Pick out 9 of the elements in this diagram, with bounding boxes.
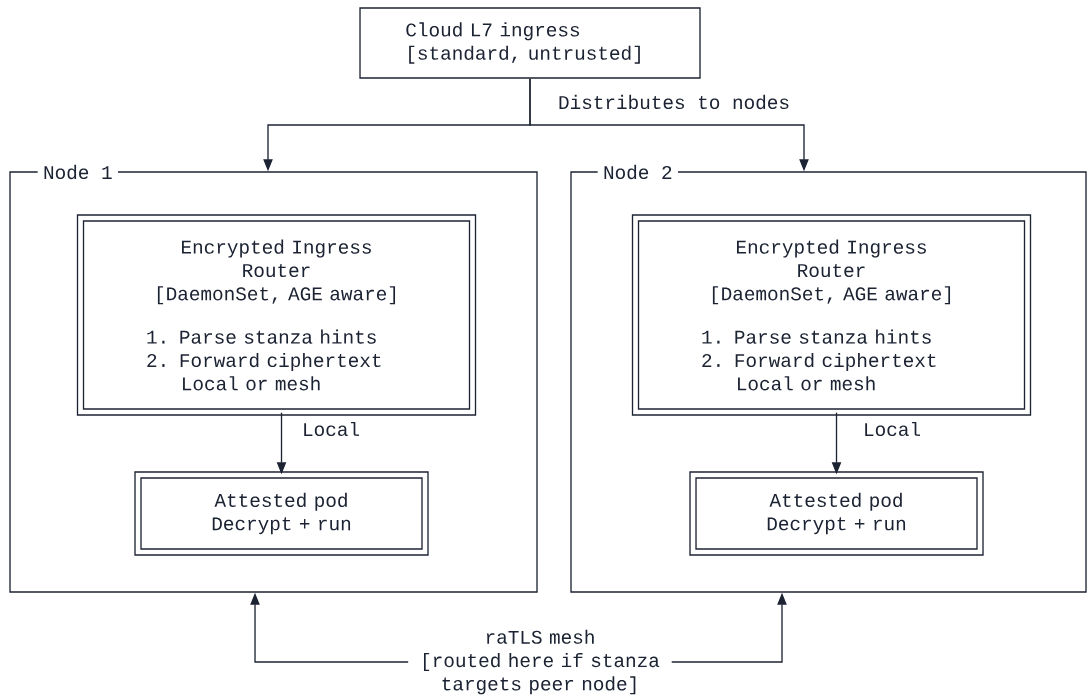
edge-label: Local	[300, 420, 362, 438]
pod-box: Attested pod Decrypt + run	[134, 471, 429, 556]
router-box: Encrypted Ingress Router [DaemonSet, AGE aware] 1. Parse stanza hints 2. Forward ciphertext Local or mesh	[76, 214, 477, 416]
pod-box: Attested pod Decrypt + run	[689, 471, 984, 556]
edge-label: Local	[861, 420, 923, 438]
edge-label: raTLS mesh [routed here if stanza targets peer node]	[408, 628, 672, 695]
router-box: Encrypted Ingress Router [DaemonSet, AGE aware] 1. Parse stanza hints 2. Forward ciphertext Local or mesh	[631, 214, 1032, 416]
text-box: Cloud L7 ingress [standard, untrusted]	[359, 7, 701, 79]
edge-label: Distributes to nodes	[556, 93, 792, 111]
